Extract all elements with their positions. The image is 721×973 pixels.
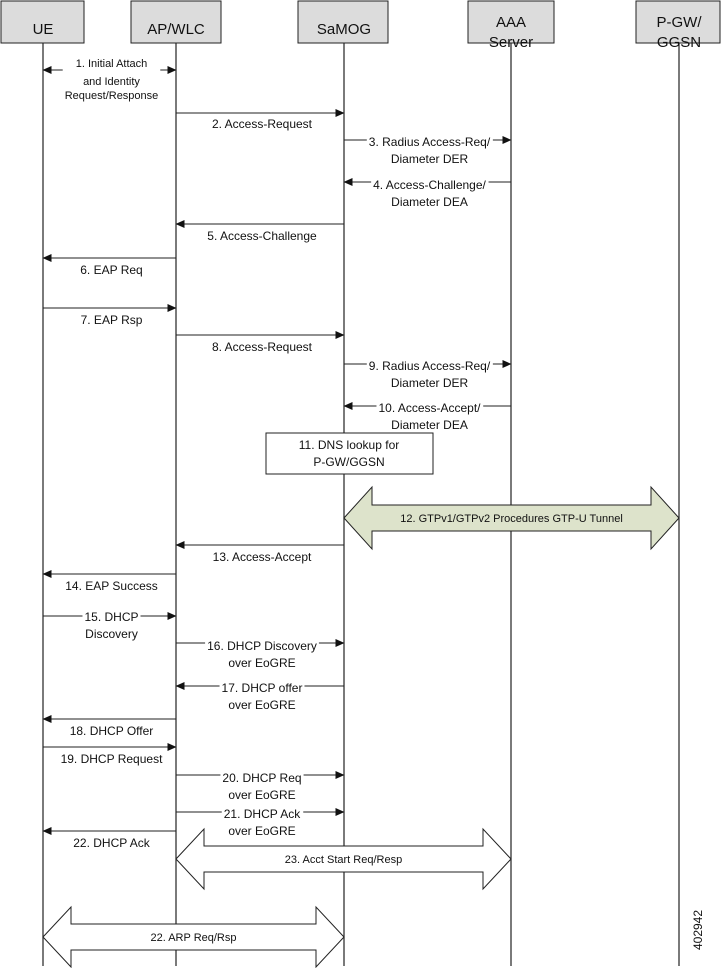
entity-label-aaa-server: Server — [489, 34, 533, 51]
message-label-msg-14: 14. EAP Success — [63, 579, 160, 593]
entity-label-pgw-ggsn: GGSN — [657, 34, 701, 51]
entity-box-ap-wlc — [130, 0, 222, 44]
message-label-background — [67, 724, 156, 738]
message-label-line: 22. DHCP Ack — [73, 836, 150, 850]
message-label-background — [366, 359, 493, 390]
message-label-line: 20. DHCP Req — [222, 771, 301, 785]
message-label-msg-7: 7. EAP Rsp — [78, 313, 145, 327]
dns-lookup-box — [265, 432, 434, 475]
message-label-msg-1: 1. Initial Attach and IdentityRequest/Res… — [62, 58, 161, 102]
entity-label-ue: UE — [33, 21, 54, 38]
message-label-background — [78, 263, 145, 277]
entity-label-pgw-ggsn: P-GW/ — [657, 14, 703, 31]
procedure-arrow-proc-22-arp — [42, 905, 345, 969]
procedure-label-proc-23: 23. Acct Start Req/Resp — [285, 854, 402, 866]
message-label-msg-17: 17. DHCP offer over EoGRE — [219, 681, 305, 712]
message-label-msg-18: 18. DHCP Offer — [67, 724, 156, 738]
message-label-msg-22: 22. DHCP Ack — [71, 836, 153, 850]
message-label-msg-9: 9. Radius Access-Req/Diameter DER — [366, 359, 493, 390]
message-label-background — [78, 313, 145, 327]
message-label-line: Diameter DER — [391, 376, 469, 390]
message-label-line: over EoGRE — [228, 656, 295, 670]
message-label-msg-19: 19. DHCP Request — [58, 752, 166, 766]
entity-label-ap-wlc: AP/WLC — [147, 21, 205, 38]
message-label-line: 6. EAP Req — [80, 263, 142, 277]
message-label-background — [71, 836, 153, 850]
message-label-line: 3. Radius Access-Req/ — [369, 135, 491, 149]
message-label-line: Diameter DER — [391, 152, 469, 166]
message-label-msg-4: 4. Access-Challenge/Diameter DEA — [371, 178, 489, 209]
message-label-background — [58, 752, 166, 766]
message-label-background — [82, 610, 141, 641]
message-label-background — [376, 401, 484, 432]
message-label-background — [221, 807, 304, 838]
message-label-msg-15: 15. DHCP Discovery — [82, 610, 141, 641]
message-label-background — [63, 579, 160, 593]
message-label-line: 10. Access-Accept/ — [378, 401, 481, 415]
message-label-line: 15. DHCP — [84, 610, 138, 624]
message-label-line: 2. Access-Request — [212, 117, 313, 131]
message-label-background — [220, 771, 304, 802]
message-label-line: 4. Access-Challenge/ — [373, 178, 486, 192]
message-label-line: 18. DHCP Offer — [70, 724, 154, 738]
message-label-msg-13: 13. Access-Accept — [210, 550, 315, 564]
message-label-line: 13. Access-Accept — [213, 550, 312, 564]
message-label-line: and Identity — [83, 76, 140, 88]
message-label-line: Diameter DEA — [391, 195, 468, 209]
figure-number: 402942 — [691, 910, 705, 950]
procedure-arrow-proc-23 — [175, 827, 512, 891]
procedure-arrow-proc-12 — [343, 485, 680, 551]
procedure-label-proc-22-arp: 22. ARP Req/Rsp — [150, 932, 236, 944]
message-label-background — [205, 639, 319, 670]
entity-box-samog — [297, 0, 389, 44]
entity-box-ue — [0, 0, 85, 44]
message-label-msg-5: 5. Access-Challenge — [205, 229, 320, 243]
message-label-line: 8. Access-Request — [212, 340, 313, 354]
message-label-background — [209, 340, 315, 354]
message-label-line: over EoGRE — [228, 788, 295, 802]
message-label-msg-10: 10. Access-Accept/Diameter DEA — [376, 401, 484, 432]
message-label-background — [209, 117, 315, 131]
message-label-msg-21: 21. DHCP Ack over EoGRE — [221, 807, 304, 838]
message-label-line: 17. DHCP offer — [222, 681, 303, 695]
message-label-line: 7. EAP Rsp — [81, 313, 143, 327]
message-label-line: 21. DHCP Ack — [224, 807, 301, 821]
entity-label-samog: SaMOG — [317, 21, 371, 38]
dns-lookup-label: 11. DNS lookup for — [299, 438, 400, 452]
message-label-line: 14. EAP Success — [65, 579, 158, 593]
message-label-line: over EoGRE — [228, 698, 295, 712]
message-label-msg-6: 6. EAP Req — [78, 263, 145, 277]
message-label-line: 16. DHCP Discovery — [207, 639, 317, 653]
message-label-msg-2: 2. Access-Request — [209, 117, 315, 131]
message-label-msg-3: 3. Radius Access-Req/Diameter DER — [366, 135, 493, 166]
entity-box-aaa-server — [467, 0, 555, 44]
message-label-msg-20: 20. DHCP Req over EoGRE — [220, 771, 304, 802]
message-label-line: 1. Initial Attach — [76, 58, 148, 70]
message-label-line: Discovery — [85, 627, 138, 641]
procedure-label-proc-12: 12. GTPv1/GTPv2 Procedures GTP-U Tunnel — [400, 513, 623, 525]
message-label-background — [205, 229, 320, 243]
message-label-line: Diameter DEA — [391, 418, 468, 432]
message-label-msg-8: 8. Access-Request — [209, 340, 315, 354]
entity-label-aaa-server: AAA — [496, 14, 526, 31]
message-label-background — [210, 550, 315, 564]
message-label-line: Request/Response — [65, 90, 159, 102]
message-label-line: 5. Access-Challenge — [207, 229, 317, 243]
message-label-background — [62, 58, 161, 102]
message-label-background — [219, 681, 305, 712]
message-label-line: over EoGRE — [228, 824, 295, 838]
message-label-line: 9. Radius Access-Req/ — [369, 359, 491, 373]
message-label-msg-16: 16. DHCP Discovery over EoGRE — [205, 639, 319, 670]
dns-lookup-label: P-GW/GGSN — [313, 455, 384, 469]
message-label-background — [371, 178, 489, 209]
entity-box-pgw-ggsn — [635, 0, 721, 44]
message-label-background — [366, 135, 493, 166]
message-label-line: 19. DHCP Request — [61, 752, 163, 766]
